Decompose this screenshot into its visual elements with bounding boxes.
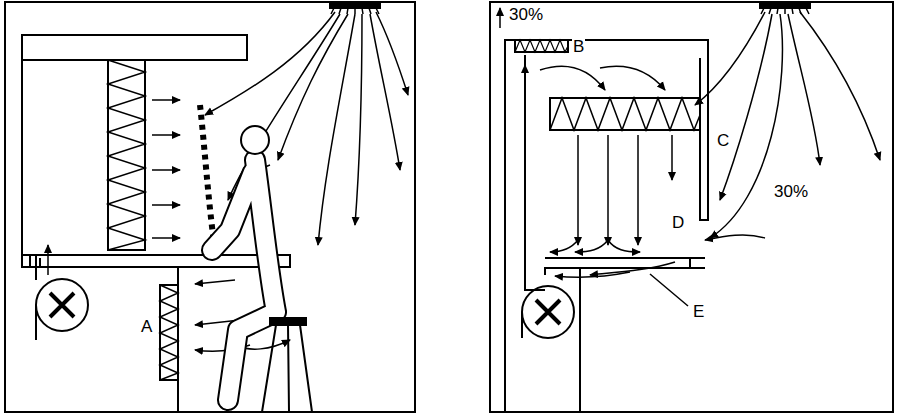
callout-letter: A (140, 318, 153, 335)
callout-letter: D (671, 214, 685, 231)
callout-letter: C (716, 132, 730, 149)
callout-letter: B (572, 38, 585, 55)
percentage-label: 30% (508, 6, 544, 23)
callout-letter: E (692, 303, 705, 320)
percentage-label: 30% (773, 183, 809, 200)
